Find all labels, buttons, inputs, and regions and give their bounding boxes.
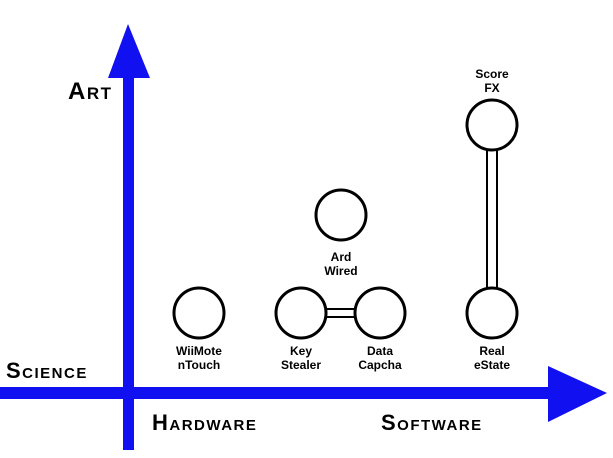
vertical-axis-arrowhead [108,24,150,78]
axis-label-science: Science [6,358,88,383]
axis-label-software: Software [381,410,483,435]
connector-real-score [486,143,498,293]
node-wiimote-circle [172,286,226,340]
node-realestate-circle [465,286,519,340]
axis-label-hardware: Hardware [152,410,258,435]
horizontal-axis-arrowhead [548,366,607,422]
horizontal-axis-shaft [0,387,552,399]
node-keystealer-circle [274,286,328,340]
node-scorefx-circle [465,98,519,152]
vertical-axis-shaft [123,68,134,450]
axis-label-art: Art [68,78,113,105]
node-datacapcha-circle [353,286,407,340]
node-ardwired-circle [314,188,368,242]
